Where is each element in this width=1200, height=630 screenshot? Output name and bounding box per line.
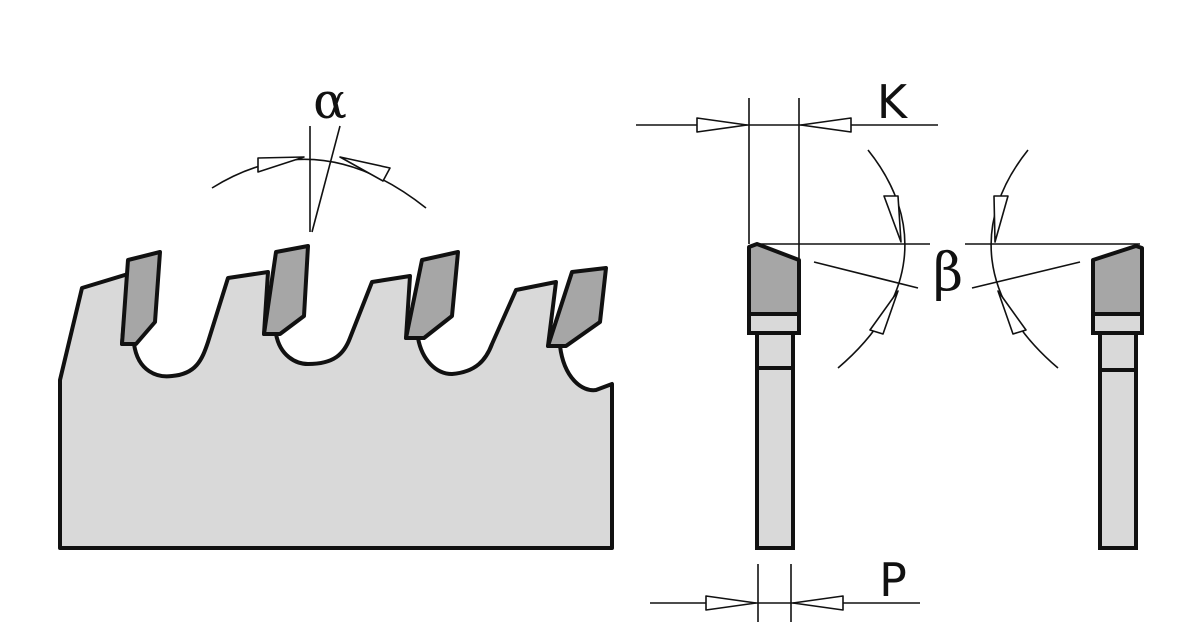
beta-left-tip-line <box>813 261 919 289</box>
left-tip-band <box>747 312 801 335</box>
kerf-arrow-left <box>696 117 748 133</box>
beta-angle-annotation: β <box>757 149 1140 369</box>
plate-label: P <box>879 553 907 607</box>
beta-arrow-left-upper <box>883 195 902 243</box>
left-plate-upper <box>755 331 795 370</box>
right-plate-upper <box>1098 331 1138 372</box>
alpha-arrow-right <box>339 156 391 182</box>
kerf-dimension: K <box>636 75 938 258</box>
right-tip-band <box>1091 312 1144 335</box>
kerf-arrow-right <box>800 117 852 133</box>
right-plate-lower <box>1098 368 1138 550</box>
saw-blade-side-view: α <box>58 72 614 550</box>
left-carbide-tip <box>747 242 801 316</box>
tooth-cross-section: K β P <box>636 75 1144 622</box>
carbide-tip-3 <box>404 250 460 340</box>
beta-arc-left <box>837 149 906 369</box>
alpha-tooth-face-line <box>311 125 341 233</box>
alpha-arrow-left <box>257 156 305 173</box>
alpha-label: α <box>313 72 347 130</box>
carbide-tip-2 <box>262 244 310 336</box>
alpha-angle-annotation: α <box>211 72 427 233</box>
beta-label: β <box>933 243 963 303</box>
carbide-tip-1 <box>120 250 162 346</box>
carbide-tip-4 <box>546 266 608 348</box>
beta-arrow-right-lower <box>997 290 1027 335</box>
kerf-label: K <box>877 75 909 129</box>
beta-arc-right <box>990 149 1059 369</box>
beta-right-tip-line <box>971 261 1081 289</box>
plate-arrow-right <box>792 595 844 611</box>
beta-arrow-left-lower <box>869 290 899 335</box>
left-tooth-profile <box>747 242 801 550</box>
right-carbide-tip <box>1091 244 1144 316</box>
beta-arrow-right-upper <box>993 195 1009 243</box>
plate-dimension: P <box>650 553 920 622</box>
alpha-arc <box>211 158 427 209</box>
blade-body <box>58 270 614 550</box>
left-plate-lower <box>755 366 795 550</box>
plate-arrow-left <box>705 595 757 611</box>
right-tooth-profile <box>1091 244 1144 550</box>
